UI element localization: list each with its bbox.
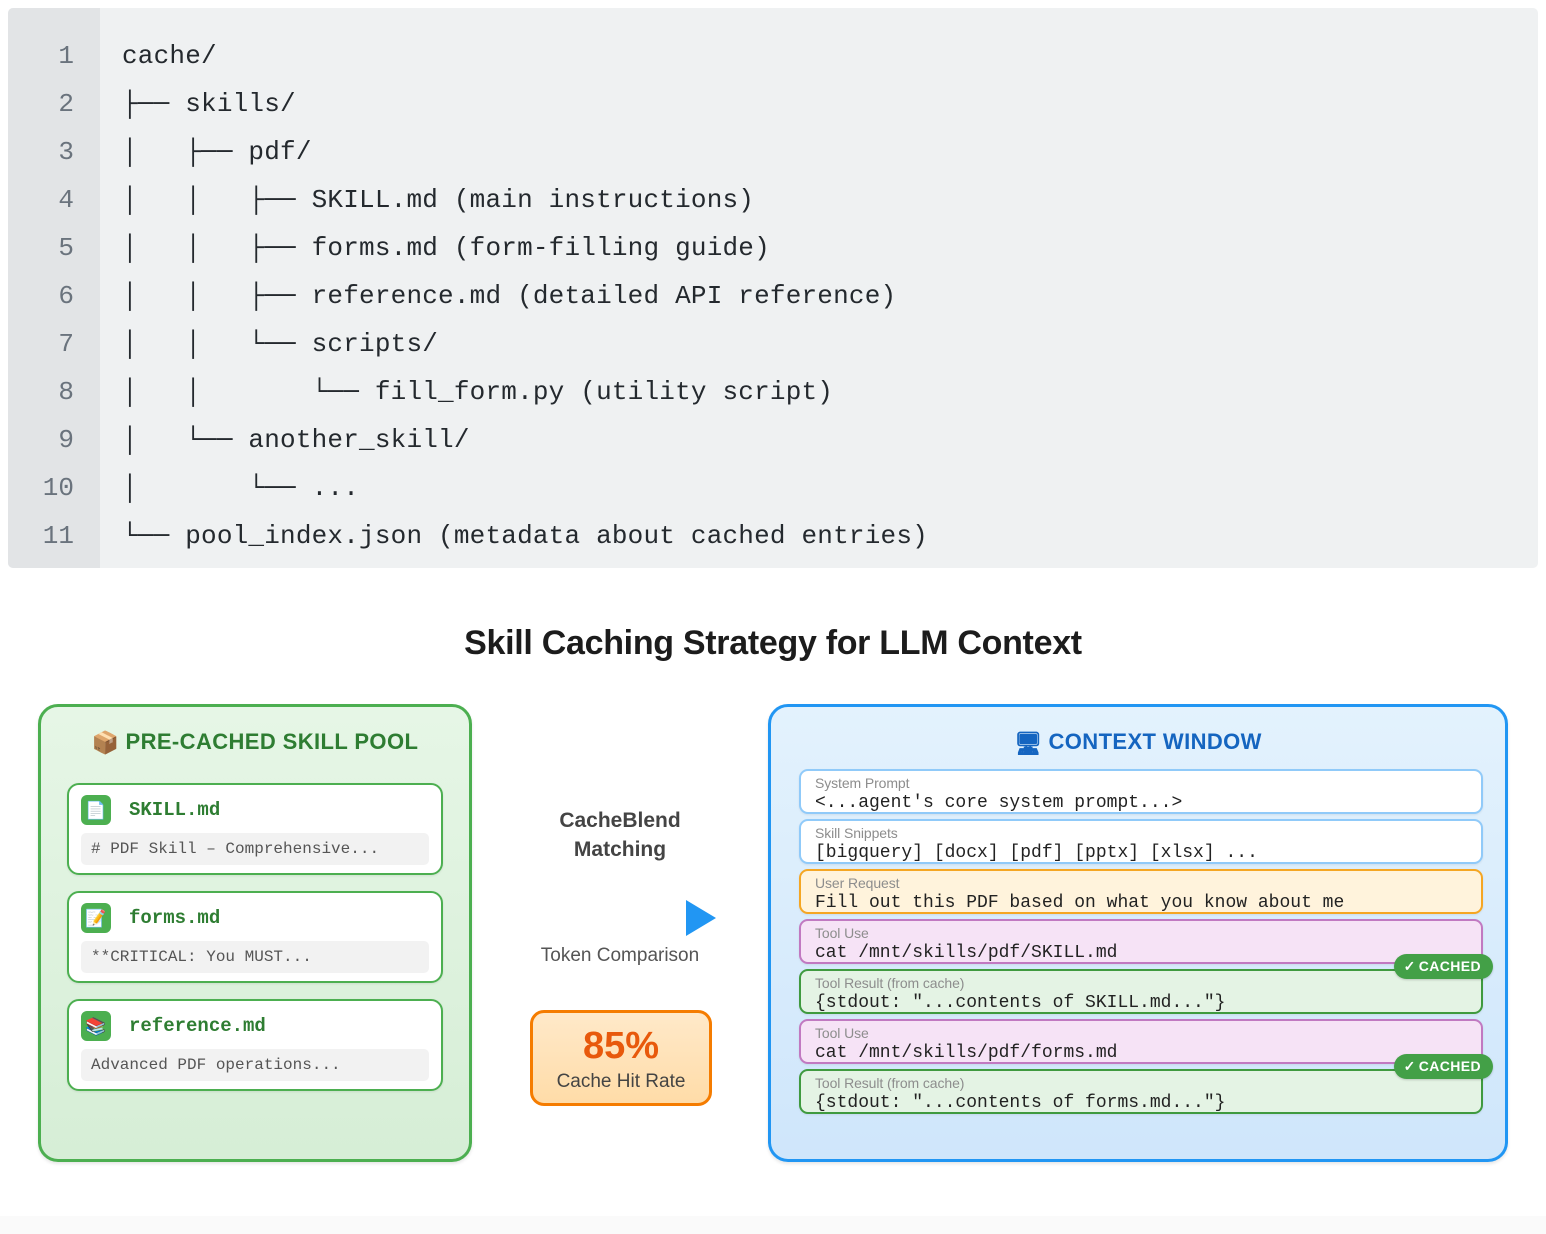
code-line: │ │ └── fill_form.py (utility script) [122, 377, 834, 407]
context-row-text: cat /mnt/skills/pdf/forms.md [815, 1043, 1118, 1063]
cacheblend-matching-line1: CacheBlend [559, 809, 681, 832]
check-icon: ✓ [1403, 1058, 1416, 1074]
page-bottom-band [0, 1216, 1546, 1234]
pool-panel-header: 📦PRE-CACHED SKILL POOL [41, 729, 469, 756]
context-row-text: Fill out this PDF based on what you know… [815, 893, 1345, 913]
context-row[interactable]: Skill Snippets [bigquery] [docx] [pdf] [p… [799, 819, 1483, 864]
code-line: cache/ [122, 41, 217, 71]
code-line-number: 6 [58, 281, 74, 311]
pool-panel-header-label: PRE-CACHED SKILL POOL [125, 729, 419, 754]
pre-cached-skill-pool-panel: 📦PRE-CACHED SKILL POOL 📄 SKILL.md # PDF … [38, 704, 472, 1162]
context-row[interactable]: Tool Result (from cache) {stdout: "...con… [799, 1054, 1493, 1114]
code-line-number: 8 [58, 377, 74, 407]
desktop-computer-icon: 🖥 [1014, 731, 1043, 756]
code-line: │ │ ├── forms.md (form-filling guide) [122, 233, 770, 263]
cache-hit-rate-caption: Cache Hit Rate [556, 1071, 686, 1092]
code-line: │ └── ... [122, 473, 360, 503]
code-line-number: 2 [58, 89, 74, 119]
code-line-number-gutter: 1 2 3 4 5 6 7 8 9 10 11 [8, 8, 100, 568]
context-row[interactable]: System Prompt <...agent's core system pro… [799, 769, 1483, 814]
context-row-text: <...agent's core system prompt...> [815, 793, 1183, 813]
skill-card[interactable]: 📝 forms.md **CRITICAL: You MUST... [67, 891, 443, 983]
context-row-text: {stdout: "...contents of forms.md..."} [815, 1093, 1226, 1113]
skill-card[interactable]: 📄 SKILL.md # PDF Skill – Comprehensive..… [67, 783, 443, 875]
code-line: ├── skills/ [122, 89, 296, 119]
context-row-label: Tool Result (from cache) [815, 975, 965, 991]
code-content: cache/ ├── skills/ │ ├── pdf/ │ │ ├── SKILL… [100, 8, 1538, 568]
context-row[interactable]: Tool Result (from cache) {stdout: "...con… [799, 954, 1493, 1014]
books-icon: 📚 [81, 1011, 111, 1041]
code-line: │ │ ├── SKILL.md (main instructions) [122, 185, 755, 215]
code-line: │ ├── pdf/ [122, 137, 312, 167]
code-line-number: 5 [58, 233, 74, 263]
context-row[interactable]: Tool Use cat /mnt/skills/pdf/forms.md [799, 1019, 1483, 1064]
context-row-label: Skill Snippets [815, 825, 898, 841]
code-line: └── pool_index.json (metadata about cach… [122, 521, 928, 551]
context-row-label: Tool Result (from cache) [815, 1075, 965, 1091]
context-row[interactable]: Tool Use cat /mnt/skills/pdf/SKILL.md [799, 919, 1483, 964]
cacheblend-matching-label: CacheBlend Matching [508, 806, 732, 864]
code-line-number: 7 [58, 329, 74, 359]
context-row-text: {stdout: "...contents of SKILL.md..."} [815, 993, 1226, 1013]
token-comparison-label: Token Comparison [540, 945, 700, 966]
skill-card-preview: Advanced PDF operations... [81, 1049, 429, 1081]
context-window-panel: 🖥CONTEXT WINDOW System Prompt <...agent's… [768, 704, 1508, 1162]
code-line-number: 1 [58, 41, 74, 71]
code-line-number: 4 [58, 185, 74, 215]
cached-badge: ✓CACHED [1393, 1054, 1493, 1079]
context-row-label: Tool Use [815, 925, 869, 941]
right-triangle-arrow-icon [686, 900, 716, 936]
cache-hit-rate-box: 85% Cache Hit Rate [530, 1010, 712, 1106]
context-window-header: 🖥CONTEXT WINDOW [771, 729, 1505, 757]
diagram-figure: Skill Caching Strategy for LLM Context 📦… [0, 568, 1546, 1234]
skill-card-name: SKILL.md [129, 799, 221, 821]
code-line-number: 10 [42, 473, 74, 503]
memo-icon: 📝 [81, 903, 111, 933]
cacheblend-matching-line2: Matching [573, 838, 667, 861]
check-icon: ✓ [1403, 958, 1416, 974]
skill-card-head: 📝 forms.md [81, 903, 220, 933]
skill-card-name: forms.md [129, 907, 221, 929]
code-line-number: 9 [58, 425, 74, 455]
context-row-label: Tool Use [815, 1025, 869, 1041]
context-row-label: System Prompt [815, 775, 910, 791]
context-window-header-label: CONTEXT WINDOW [1048, 729, 1262, 754]
skill-card-head: 📄 SKILL.md [81, 795, 220, 825]
code-line-number: 11 [42, 521, 74, 551]
code-line: │ └── another_skill/ [122, 425, 470, 455]
diagram-title: Skill Caching Strategy for LLM Context [464, 624, 1082, 662]
package-emoji: 📦 [91, 730, 120, 755]
code-block: 1 2 3 4 5 6 7 8 9 10 11 cache/ ├── skills/ │ ├── pdf… [8, 8, 1538, 568]
context-row-text: [bigquery] [docx] [pdf] [pptx] [xlsx] ..… [815, 843, 1258, 863]
skill-card[interactable]: 📚 reference.md Advanced PDF operations..… [67, 999, 443, 1091]
cached-badge-label: CACHED [1418, 958, 1481, 974]
code-line-number: 3 [58, 137, 74, 167]
cached-badge: ✓CACHED [1393, 954, 1493, 979]
skill-card-head: 📚 reference.md [81, 1011, 266, 1041]
page-facing-up-icon: 📄 [81, 795, 111, 825]
skill-card-preview: # PDF Skill – Comprehensive... [81, 833, 429, 865]
code-line: │ │ └── scripts/ [122, 329, 439, 359]
code-line: │ │ ├── reference.md (detailed API refer… [122, 281, 897, 311]
cache-hit-rate-value: 85% [582, 1025, 660, 1067]
context-row-text: cat /mnt/skills/pdf/SKILL.md [815, 943, 1118, 963]
context-row-label: User Request [815, 875, 900, 891]
context-window-rows: System Prompt <...agent's core system pro… [799, 769, 1493, 1119]
skill-card-name: reference.md [129, 1015, 266, 1037]
skill-card-preview: **CRITICAL: You MUST... [81, 941, 429, 973]
cached-badge-label: CACHED [1418, 1058, 1481, 1074]
